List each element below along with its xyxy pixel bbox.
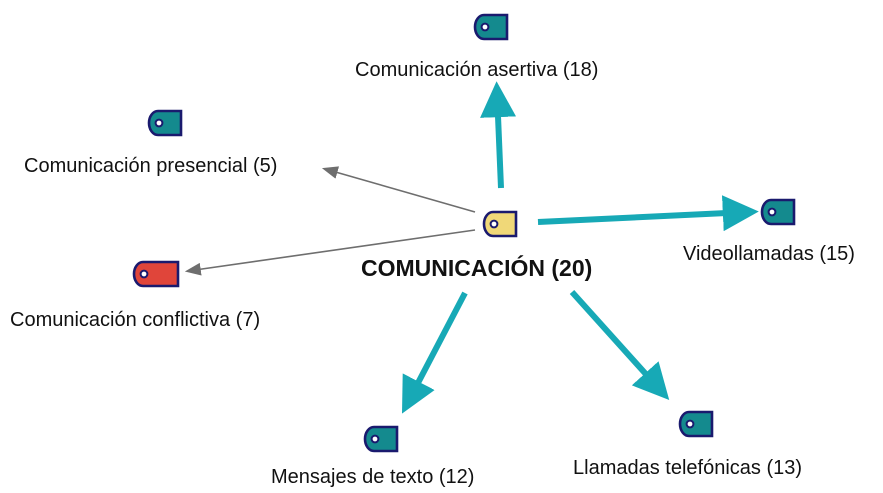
edge-to-mensajes bbox=[401, 291, 468, 414]
tag-icon-mensajes[interactable] bbox=[363, 425, 399, 453]
edge-to-presencial bbox=[321, 166, 476, 213]
edge-to-videollamadas bbox=[537, 195, 759, 232]
tag-icon-presencial[interactable] bbox=[147, 109, 183, 137]
node-label-videollamadas[interactable]: Videollamadas (15) bbox=[683, 243, 855, 265]
tag-icon-center[interactable] bbox=[482, 210, 518, 238]
tag-icon-llamadas[interactable] bbox=[678, 410, 714, 438]
node-label-mensajes[interactable]: Mensajes de texto (12) bbox=[271, 466, 475, 488]
node-label-asertiva[interactable]: Comunicación asertiva (18) bbox=[355, 59, 599, 81]
edge-to-asertiva bbox=[480, 81, 517, 189]
node-label-llamadas[interactable]: Llamadas telefónicas (13) bbox=[573, 457, 803, 479]
node-label-presencial[interactable]: Comunicación presencial (5) bbox=[24, 155, 278, 177]
edge-to-llamadas bbox=[569, 289, 670, 401]
node-label-conflictiva[interactable]: Comunicación conflictiva (7) bbox=[10, 309, 261, 331]
tag-icon-asertiva[interactable] bbox=[473, 13, 509, 41]
tag-icon-videollamadas[interactable] bbox=[760, 198, 796, 226]
edge-to-conflictiva bbox=[184, 229, 476, 276]
center-node-label[interactable]: COMUNICACIÓN (20) bbox=[361, 255, 593, 281]
tag-icon-conflictiva[interactable] bbox=[132, 260, 180, 288]
